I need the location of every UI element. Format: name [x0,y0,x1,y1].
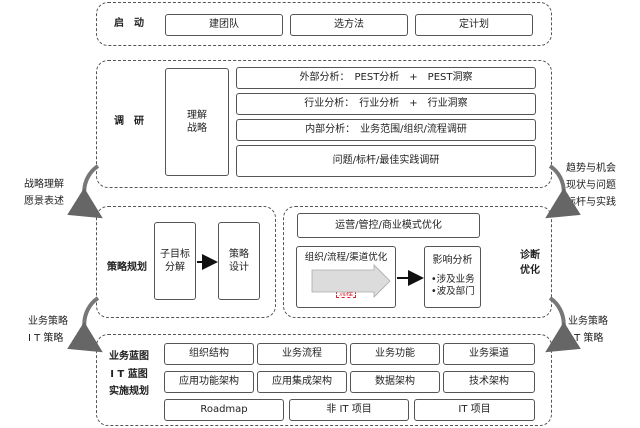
research-section [96,60,552,188]
understand-strategy-box: 理解 战略 [165,68,229,176]
blueprint-label: 业务蓝图 I T 蓝图 实施规划 [109,351,149,397]
business-channel-box: 业务渠道 [443,343,535,365]
strategy-design-box: 策略 设计 [218,222,260,300]
it-project-box: IT 项目 [414,399,535,421]
research-label: 调 研 [114,116,144,127]
sub-goal-box: 子目标 分解 [154,222,196,300]
strategy-section [96,206,276,318]
impact-items: •涉及业务 •波及部门 [431,273,475,298]
benchmark-research-row: 问题/标杆/最佳实践调研 [236,145,536,177]
org-structure-box: 组织结构 [164,343,254,365]
dept-tag-1: 部门 [316,272,334,285]
diagnosis-section [283,206,552,318]
launch-item-method: 选方法 [290,14,408,36]
side-right-trends: 趋势与机会 现状与问题 标杆与实践 [566,163,616,208]
business-model-box: 运营/管控/商业模式优化 [297,213,480,238]
internal-analysis-row: 内部分析： 业务范围/组织/流程调研 [236,119,536,141]
industry-analysis-row: 行业分析： 行业分析 + 行业洞察 [236,93,536,115]
launch-item-plan: 定计划 [415,14,533,36]
app-integration-arch-box: 应用集成架构 [257,371,347,393]
strategy-label: 策略规划 [107,262,147,273]
side-right-business-it: 业务策略 I T 策略 [568,316,608,344]
tech-arch-box: 技术架构 [443,371,535,393]
process-tag: 流程 [336,287,356,298]
roadmap-box: Roadmap [164,399,284,421]
dept-tag-2: 部门 [338,272,356,285]
launch-item-team: 建团队 [165,14,283,36]
launch-section [96,2,552,46]
blueprint-section [96,334,552,426]
business-process-box: 业务流程 [257,343,347,365]
data-arch-box: 数据架构 [350,371,440,393]
right-curve-lower [545,296,581,353]
side-left-business-it: 业务策略 I T 策略 [28,316,68,344]
impact-analysis-box: 影响分析 •涉及业务 •波及部门 [424,246,481,308]
app-function-arch-box: 应用功能架构 [164,371,254,393]
non-it-project-box: 非 IT 项目 [289,399,409,421]
impact-title: 影响分析 [432,255,473,266]
right-curve-upper [545,164,581,219]
diagnosis-label: 诊断 优化 [520,250,540,276]
external-analysis-row: 外部分析： PEST分析 + PEST洞察 [236,67,536,89]
org-process-title: 组织/流程/渠道优化 [304,252,388,263]
business-function-box: 业务功能 [350,343,440,365]
launch-label: 启 动 [114,18,144,29]
side-left-strategy-vision: 战略理解 愿景表述 [24,179,64,207]
dept-tag-3: 部门 [360,272,378,285]
